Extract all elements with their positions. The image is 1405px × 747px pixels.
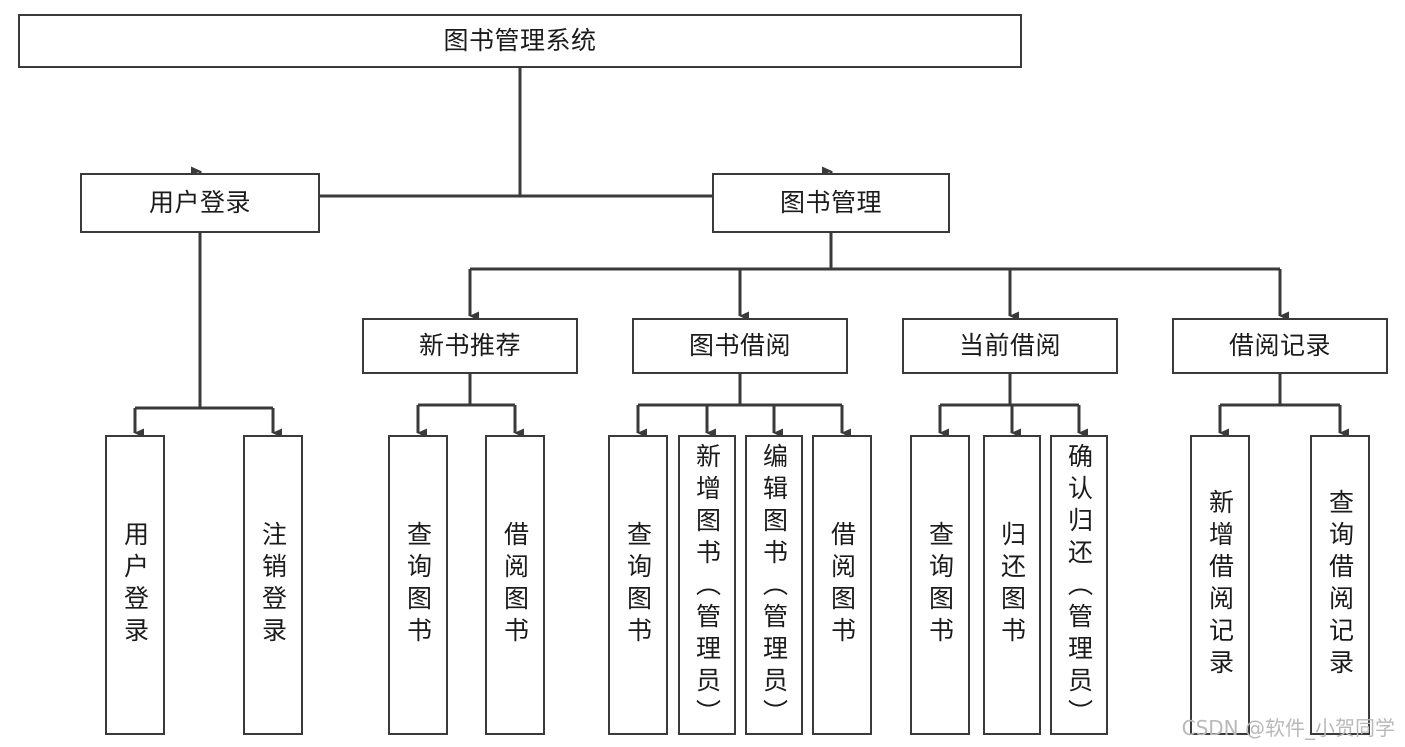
leaf-add-record-label: 新增借阅记录 [1205, 489, 1235, 681]
leaf-edit-book[interactable]: 编辑图书（管理员） [745, 435, 803, 735]
node-current-borrow-label: 当前借阅 [958, 331, 1061, 360]
leaf-logout[interactable]: 注销登录 [243, 435, 303, 735]
leaf-add-book[interactable]: 新增图书（管理员） [678, 435, 736, 735]
leaf-query-record[interactable]: 查询借阅记录 [1310, 435, 1370, 735]
node-root[interactable]: 图书管理系统 [18, 14, 1022, 68]
csdn-watermark: CSDN @软件_小贺同学 [1181, 716, 1395, 740]
leaf-query-record-label: 查询借阅记录 [1325, 489, 1355, 681]
node-book-manage[interactable]: 图书管理 [712, 173, 950, 233]
leaf-query-book-c-label: 查询图书 [925, 521, 955, 649]
leaf-query-book-b[interactable]: 查询图书 [608, 435, 668, 735]
leaf-add-record[interactable]: 新增借阅记录 [1190, 435, 1250, 735]
leaf-query-book-b-label: 查询图书 [623, 521, 653, 649]
node-new-book-rec[interactable]: 新书推荐 [362, 318, 578, 374]
leaf-logout-label: 注销登录 [258, 521, 288, 649]
leaf-query-book-rec[interactable]: 查询图书 [388, 435, 448, 735]
node-borrow-record-label: 借阅记录 [1228, 331, 1331, 360]
leaf-query-book-c[interactable]: 查询图书 [910, 435, 970, 735]
node-user-login[interactable]: 用户登录 [80, 173, 320, 233]
node-root-label: 图书管理系统 [443, 26, 597, 55]
leaf-user-login-label: 用户登录 [120, 521, 150, 649]
leaf-borrow-book-b-label: 借阅图书 [827, 521, 857, 649]
node-new-book-rec-label: 新书推荐 [418, 331, 521, 360]
leaf-confirm-return[interactable]: 确认归还（管理员） [1050, 435, 1108, 735]
node-book-borrow-label: 图书借阅 [688, 331, 791, 360]
leaf-borrow-book-rec-label: 借阅图书 [500, 521, 530, 649]
leaf-user-login[interactable]: 用户登录 [105, 435, 165, 735]
leaf-query-book-rec-label: 查询图书 [403, 521, 433, 649]
node-user-login-label: 用户登录 [148, 188, 251, 217]
node-book-borrow[interactable]: 图书借阅 [632, 318, 848, 374]
node-borrow-record[interactable]: 借阅记录 [1172, 318, 1388, 374]
node-book-manage-label: 图书管理 [779, 188, 882, 217]
node-current-borrow[interactable]: 当前借阅 [902, 318, 1118, 374]
leaf-confirm-return-label: 确认归还（管理员） [1064, 443, 1094, 731]
edges-group [133, 68, 1349, 438]
leaf-borrow-book-rec[interactable]: 借阅图书 [485, 435, 545, 735]
leaf-return-book-label: 归还图书 [997, 521, 1027, 649]
leaf-borrow-book-b[interactable]: 借阅图书 [812, 435, 872, 735]
leaf-add-book-label: 新增图书（管理员） [692, 443, 722, 731]
leaf-return-book[interactable]: 归还图书 [983, 435, 1041, 735]
leaf-edit-book-label: 编辑图书（管理员） [759, 443, 789, 731]
